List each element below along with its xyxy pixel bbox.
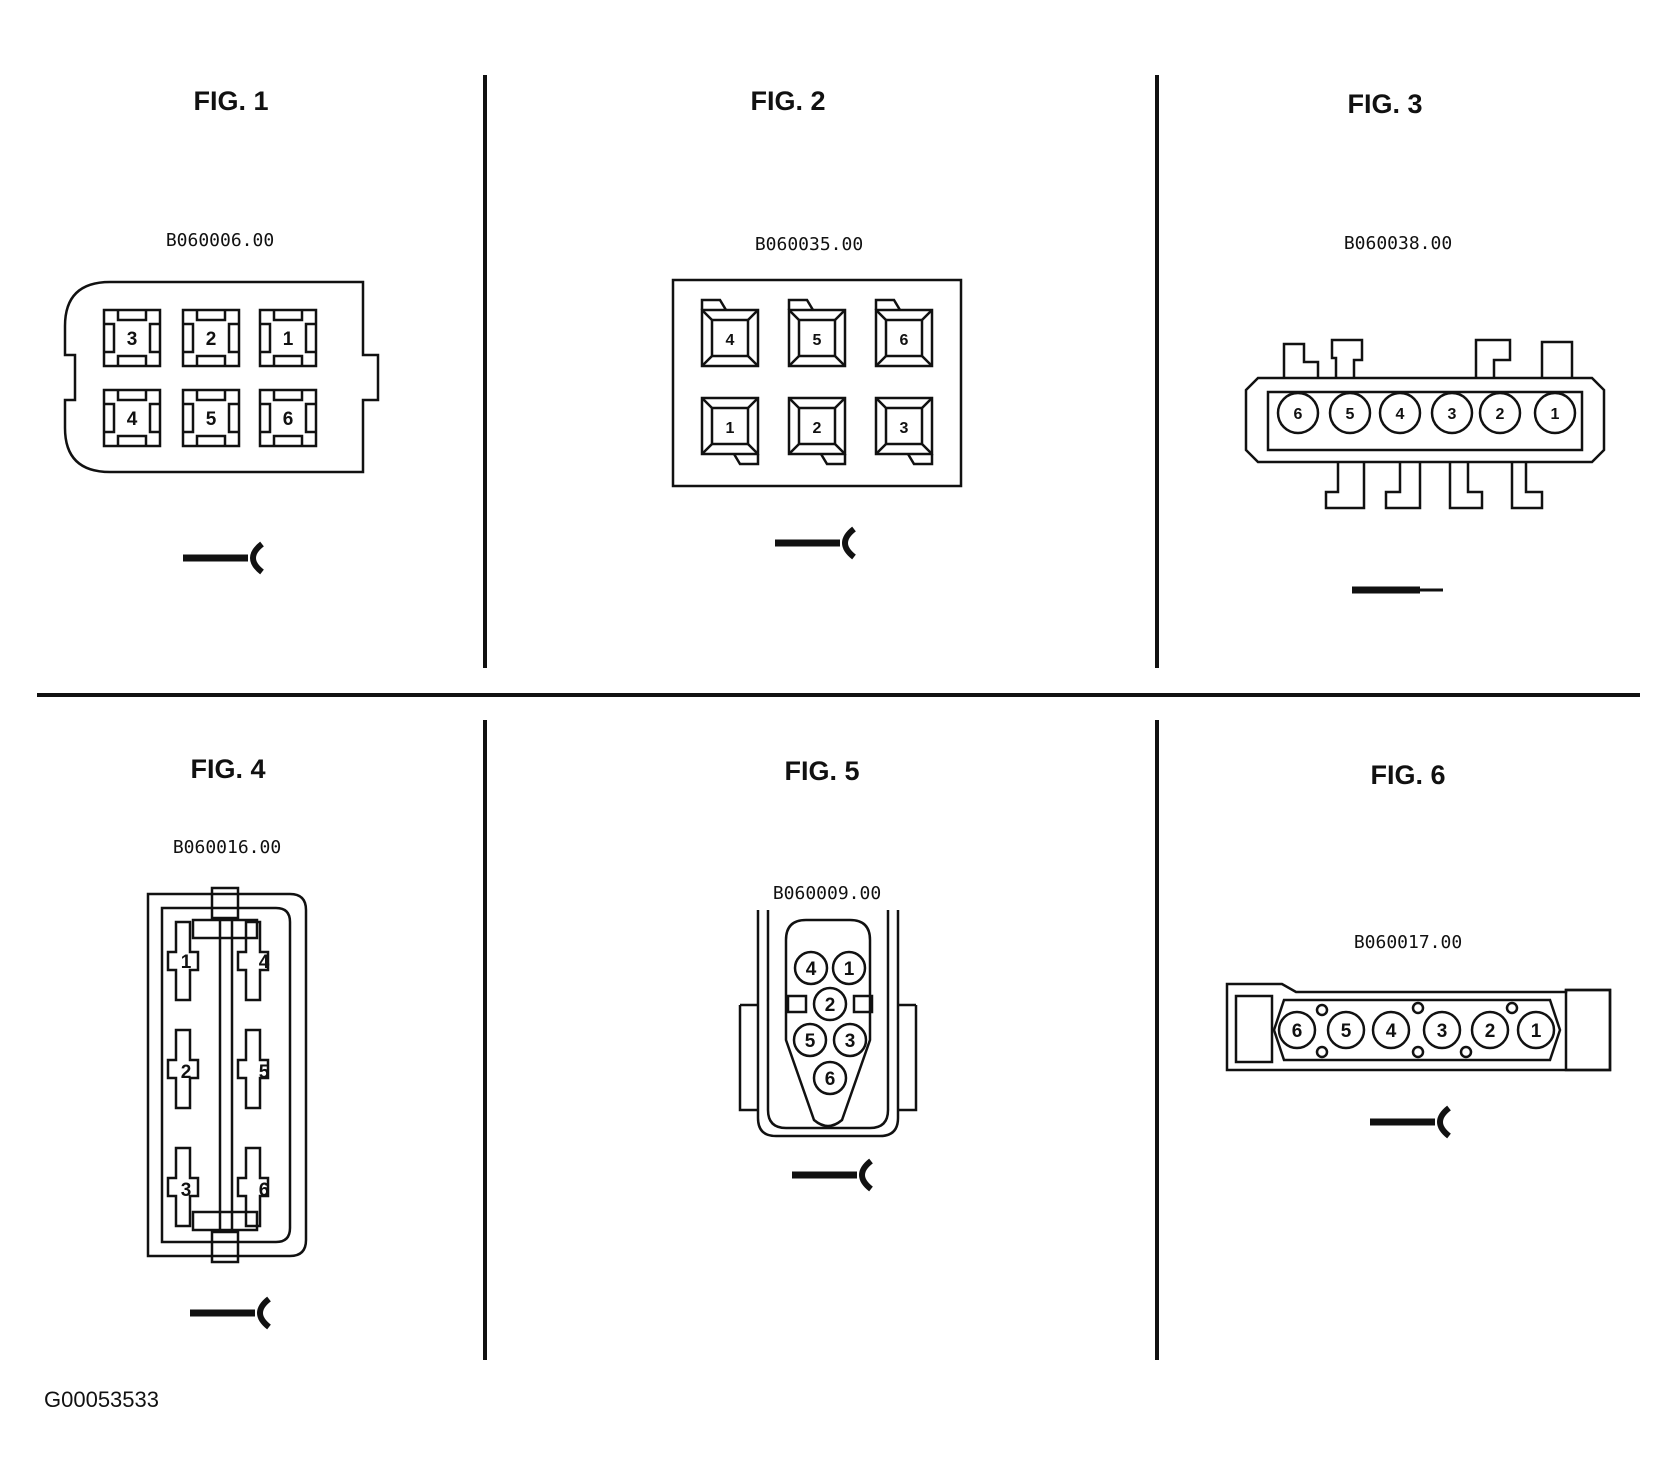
pin-label: 6 (283, 409, 294, 430)
pin-label: 5 (805, 1031, 816, 1052)
pin-label: 2 (1496, 406, 1505, 423)
pin-label: 1 (1531, 1021, 1542, 1042)
connector-housing (1244, 376, 1606, 464)
pin-cavities (102, 308, 318, 448)
connector-housing-inner (1266, 390, 1584, 452)
pin-frame (784, 918, 872, 1128)
pin-label: 6 (1292, 1021, 1303, 1042)
connector-housing (671, 278, 963, 488)
pin-label: 6 (259, 1180, 270, 1201)
pin-label: 4 (1396, 406, 1405, 423)
part-code: B060038.00 (1344, 233, 1452, 254)
pin-label: 3 (181, 1180, 192, 1201)
figure-title: FIG. 2 (750, 86, 825, 116)
female-terminal-icon (190, 1296, 271, 1330)
part-code: B060009.00 (773, 883, 881, 904)
pin-label: 4 (726, 332, 735, 349)
pin-label: 3 (845, 1031, 856, 1052)
pin-label: 2 (1485, 1021, 1496, 1042)
part-code: B060035.00 (755, 234, 863, 255)
pin-cavities (166, 920, 270, 1228)
figure-3: FIG. 3 B060038.00 6 5 4 3 2 1 (1244, 89, 1606, 594)
pin-label: 1 (283, 329, 294, 350)
figure-2: FIG. 2 B060035.00 4 5 6 1 2 3 (671, 86, 963, 560)
figure-6: FIG. 6 B060017.00 6 5 4 3 2 1 (1225, 760, 1612, 1139)
figure-title: FIG. 1 (193, 86, 268, 116)
pin-label: 4 (259, 952, 270, 973)
female-terminal-icon (792, 1158, 873, 1192)
female-terminal-icon (183, 541, 264, 575)
pin-label: 2 (181, 1062, 192, 1083)
pin-label: 3 (1437, 1021, 1448, 1042)
pin-label: 5 (813, 332, 822, 349)
pin-label: 3 (127, 329, 138, 350)
pin-label: 4 (806, 959, 817, 980)
connector-housing (63, 280, 380, 474)
pin-label: 3 (900, 420, 909, 437)
part-code: B060016.00 (173, 837, 281, 858)
pin-cavities (1272, 998, 1562, 1062)
pin-cavities (1276, 391, 1577, 435)
female-terminal-icon (1370, 1105, 1451, 1139)
reference-code: G00053533 (44, 1387, 159, 1412)
pin-label: 5 (1341, 1021, 1352, 1042)
pin-label: 2 (206, 329, 217, 350)
pin-label: 1 (1551, 406, 1560, 423)
pin-cavities (700, 298, 934, 466)
pin-label: 6 (1294, 406, 1303, 423)
figure-5: FIG. 5 B060009.00 4 1 2 5 3 6 (738, 756, 918, 1192)
connector-housing (756, 910, 900, 1138)
pin-label: 4 (127, 409, 138, 430)
figure-1: FIG. 1 B060006.00 3 2 1 4 5 6 (63, 86, 380, 575)
grid-dividers (37, 75, 1640, 1360)
figure-title: FIG. 4 (190, 754, 265, 784)
part-code: B060017.00 (1354, 932, 1462, 953)
pin-label: 6 (825, 1069, 836, 1090)
female-terminal-icon (775, 526, 856, 560)
pin-label: 2 (813, 420, 822, 437)
pin-cavities (786, 950, 874, 1096)
figure-title: FIG. 5 (784, 756, 859, 786)
pin-label: 2 (825, 995, 836, 1016)
pin-label: 5 (1346, 406, 1355, 423)
pin-label: 1 (844, 959, 855, 980)
part-code: B060006.00 (166, 230, 274, 251)
locking-tabs (1282, 338, 1574, 510)
pin-label: 3 (1448, 406, 1457, 423)
figure-title: FIG. 3 (1347, 89, 1422, 119)
pin-label: 1 (181, 952, 192, 973)
figure-title: FIG. 6 (1370, 760, 1445, 790)
pin-label: 1 (726, 420, 735, 437)
center-rail (191, 886, 259, 1264)
connector-housing (146, 892, 308, 1258)
pin-label: 4 (1386, 1021, 1397, 1042)
figure-4: FIG. 4 B060016.00 1 4 2 5 3 6 (146, 754, 308, 1330)
pin-label: 5 (206, 409, 217, 430)
pin-label: 6 (900, 332, 909, 349)
pin-label: 5 (259, 1062, 270, 1083)
